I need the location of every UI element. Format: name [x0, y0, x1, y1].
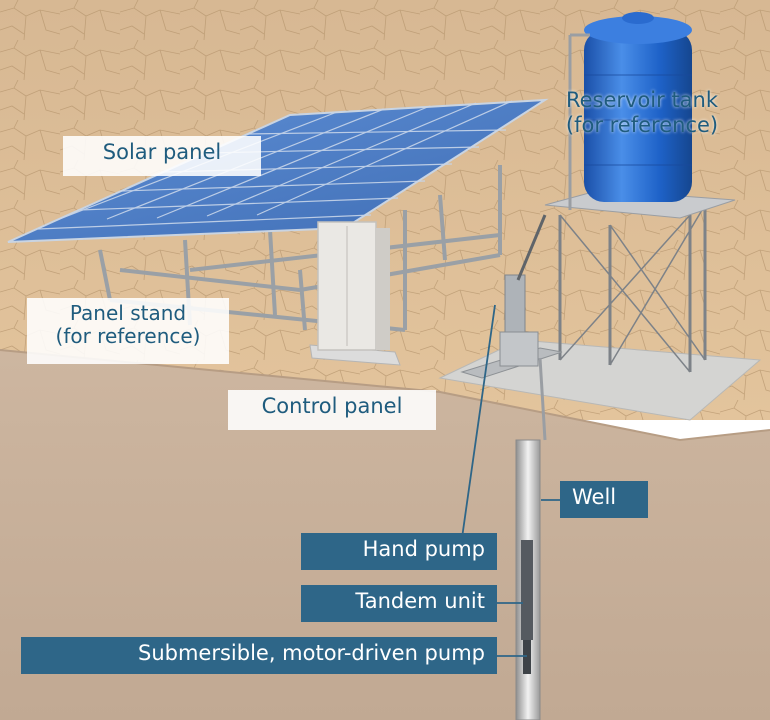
control-panel-text: Control panel — [262, 394, 403, 418]
label-reservoir-tank: Reservoir tank (for reference) — [548, 88, 736, 138]
label-panel-stand: Panel stand (for reference) — [27, 298, 229, 364]
label-control-panel: Control panel — [228, 390, 436, 430]
tandem-unit-pipe — [521, 540, 533, 640]
solar-panel-text: Solar panel — [103, 140, 221, 164]
control-panel-side — [376, 228, 390, 350]
well-text: Well — [572, 485, 616, 509]
reservoir-tank-text: Reservoir tank — [548, 88, 736, 113]
panel-stand-text: Panel stand — [39, 302, 217, 325]
label-hand-pump: Hand pump — [301, 533, 497, 570]
label-solar-panel: Solar panel — [63, 136, 261, 176]
panel-stand-note: (for reference) — [39, 325, 217, 348]
submersible-pump-text: Submersible, motor-driven pump — [138, 641, 485, 665]
hand-pump-text: Hand pump — [363, 537, 485, 561]
reservoir-tank-note: (for reference) — [548, 113, 736, 138]
tandem-unit-text: Tandem unit — [355, 589, 485, 613]
label-tandem-unit: Tandem unit — [301, 585, 497, 622]
hand-pump-body — [505, 275, 525, 335]
label-submersible-pump: Submersible, motor-driven pump — [21, 637, 497, 674]
label-well: Well — [560, 481, 648, 518]
